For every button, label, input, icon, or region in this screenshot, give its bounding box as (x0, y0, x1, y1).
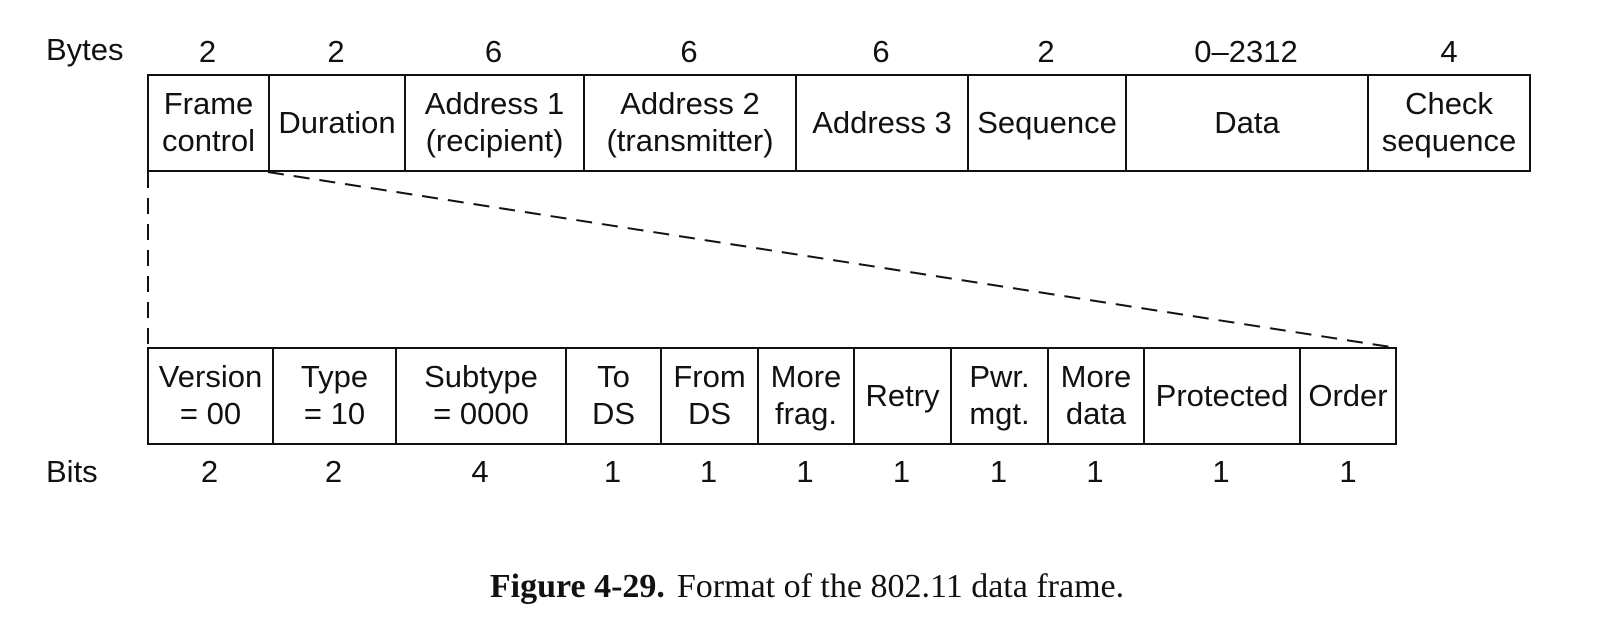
frame-field-label-line: Address 2 (620, 86, 760, 122)
control-field-10: Order (1299, 347, 1397, 445)
control-field-7: Pwr.mgt. (950, 347, 1049, 445)
control-field-label-line: More (1060, 359, 1132, 395)
control-field-label-line: Order (1308, 377, 1388, 413)
frame-field-label-line: sequence (1381, 123, 1517, 158)
control-field-label-line: Type (300, 359, 369, 395)
control-field-size: 1 (1086, 454, 1104, 489)
frame-field-label-line: (transmitter) (606, 123, 774, 158)
frame-field-label-line: (recipient) (425, 123, 564, 158)
control-field-label-line: Subtype (424, 359, 538, 395)
frame-field-5: Sequence (967, 74, 1127, 172)
control-field-size: 1 (699, 454, 718, 489)
frame-field-label-line: Duration (278, 104, 396, 140)
control-field-label-line: Version (158, 359, 263, 395)
frame-field-label-line: Address 3 (812, 104, 952, 140)
frame-field-4: Address 3 (795, 74, 969, 172)
control-field-label-line: Pwr. (969, 359, 1030, 395)
figure-caption-text: Format of the 802.11 data frame. (676, 568, 1125, 605)
control-field-size: 2 (200, 454, 219, 489)
frame-field-label-line: Sequence (977, 104, 1117, 140)
control-field-label-line: Retry (865, 377, 940, 413)
frame-field-size: 6 (484, 34, 503, 69)
control-field-1: Type= 10 (272, 347, 397, 445)
control-field-label-line: frag. (774, 396, 838, 431)
control-field-size: 2 (324, 454, 343, 489)
frame-field-size: 6 (680, 34, 698, 69)
control-field-label-line: data (1065, 396, 1127, 431)
control-field-size: 1 (989, 454, 1008, 489)
control-field-label-line: DS (687, 396, 732, 431)
frame-field-label-line: Check (1405, 86, 1493, 122)
frame-field-label-line: Data (1214, 104, 1280, 140)
control-field-size: 1 (892, 454, 911, 489)
dashed-line-right (267, 171, 1398, 349)
control-field-size: 1 (603, 454, 622, 489)
frame-field-size: 0–2312 (1194, 34, 1298, 69)
bytes-row-label: Bytes (46, 32, 124, 67)
frame-field-size: 2 (327, 34, 345, 69)
control-field-label-line: = 0000 (433, 396, 529, 431)
frame-field-size: 2 (198, 34, 217, 69)
control-field-label-line: mgt. (969, 396, 1030, 431)
control-field-label-line: = 10 (303, 396, 366, 431)
control-field-label-line: = 00 (179, 396, 242, 431)
frame-field-size: 2 (1037, 34, 1055, 69)
control-field-label-line: More (770, 359, 842, 395)
frame-field-label-line: Address 1 (424, 86, 565, 122)
control-field-6: Retry (853, 347, 952, 445)
control-field-label-line: To (597, 359, 630, 395)
control-field-2: Subtype= 0000 (395, 347, 567, 445)
frame-field-label-line: Frame (163, 86, 254, 122)
frame-field-3: Address 2(transmitter) (583, 74, 797, 172)
frame-field-label-line: control (161, 123, 256, 158)
control-field-size: 1 (1212, 454, 1230, 489)
bits-row-label: Bits (46, 454, 98, 489)
frame-field-size: 6 (872, 34, 890, 69)
control-field-label-line: From (673, 359, 746, 395)
control-field-9: Protected (1143, 347, 1301, 445)
frame-field-1: Duration (268, 74, 406, 172)
control-field-label-line: Protected (1155, 377, 1289, 413)
control-field-size: 4 (471, 454, 489, 489)
frame-field-6: Data (1125, 74, 1369, 172)
frame-field-size: 4 (1440, 34, 1458, 69)
control-field-label-line: DS (591, 396, 636, 431)
figure-caption: Figure 4-29. Format of the 802.11 data fr… (0, 568, 1614, 606)
figure-caption-label: Figure 4-29. (489, 568, 665, 605)
control-field-size: 1 (1339, 454, 1357, 489)
control-field-size: 1 (796, 454, 814, 489)
